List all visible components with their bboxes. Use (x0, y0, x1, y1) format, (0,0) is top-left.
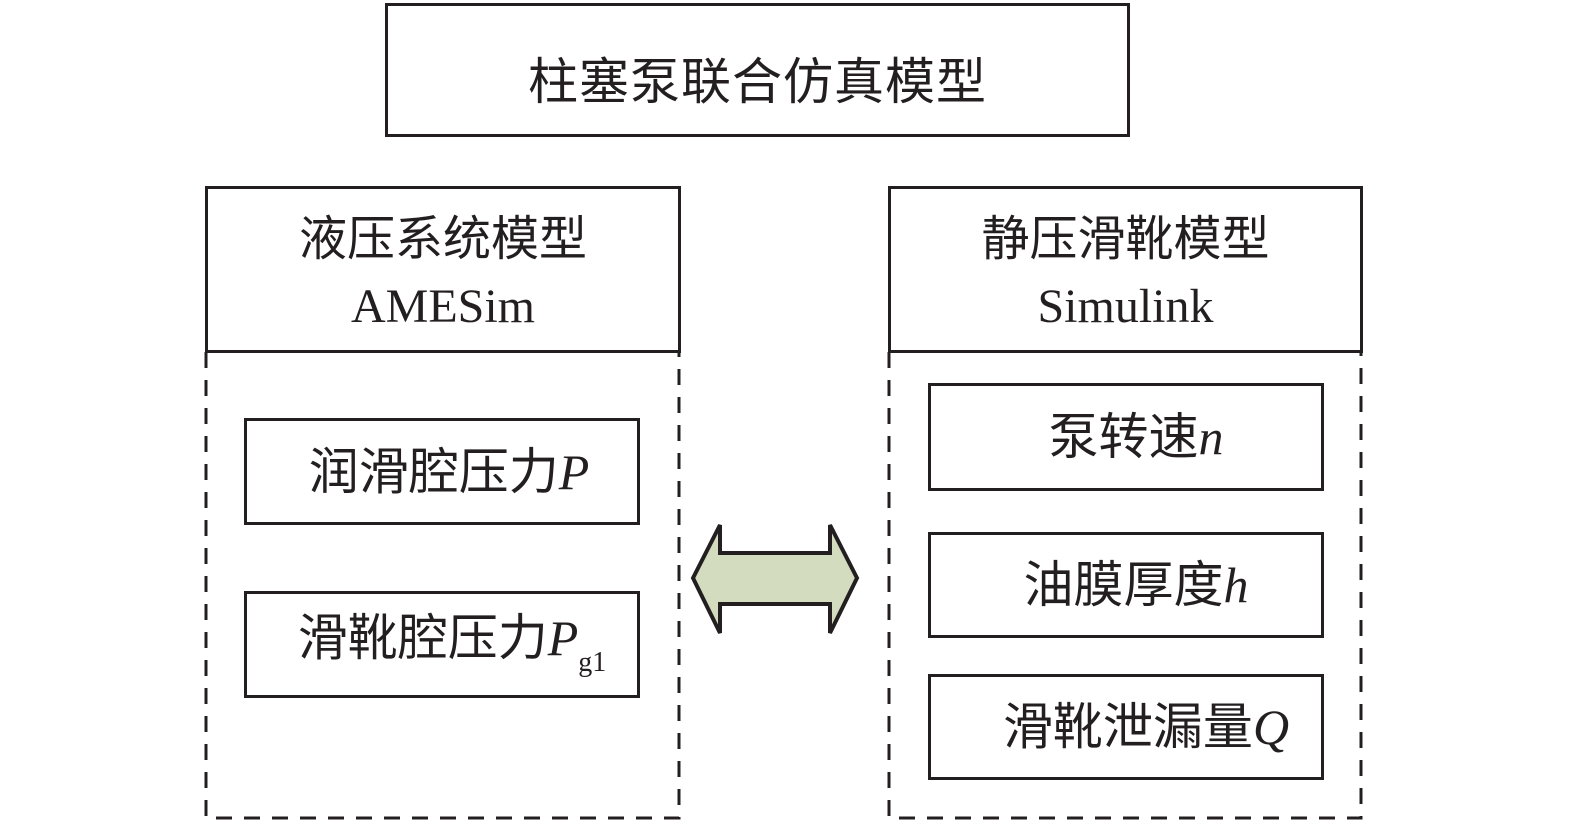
right-item-slipper-leakage: 滑靴泄漏量Q (928, 674, 1324, 780)
item-variable: P (558, 443, 590, 500)
item-label: 泵转速 (1048, 408, 1199, 466)
item-variable: n (1198, 409, 1224, 465)
right-item-pump-speed: 泵转速n (928, 383, 1324, 491)
left-module-software: AMESim (350, 280, 536, 333)
item-variable: P (547, 609, 579, 666)
double-headed-arrow-icon (690, 524, 860, 634)
item-variable: Q (1252, 699, 1290, 755)
item-label: 润滑腔压力 (308, 442, 559, 501)
right-module-name: 静压滑靴模型 (981, 211, 1270, 267)
item-variable: h (1223, 557, 1249, 613)
title-box: 柱塞泵联合仿真模型 (385, 3, 1130, 137)
item-label: 滑靴腔压力 (297, 608, 548, 667)
right-item-film-thickness: 油膜厚度h (928, 532, 1324, 638)
item-label: 滑靴泄漏量 (1002, 698, 1253, 756)
diagram-title: 柱塞泵联合仿真模型 (528, 53, 987, 111)
right-module-header: 静压滑靴模型 Simulink (888, 186, 1363, 353)
right-module-software: Simulink (1037, 280, 1214, 333)
item-label: 油膜厚度 (1023, 556, 1224, 614)
left-module-header: 液压系统模型 AMESim (205, 186, 681, 353)
left-module-dashed-container (204, 352, 681, 820)
right-module-dashed-container (887, 352, 1363, 820)
left-item-lubrication-pressure: 润滑腔压力P (244, 418, 640, 525)
item-subscript: g1 (578, 646, 607, 678)
left-module-name: 液压系统模型 (298, 211, 587, 267)
left-item-slipper-pressure: 滑靴腔压力Pg1 (244, 591, 640, 698)
